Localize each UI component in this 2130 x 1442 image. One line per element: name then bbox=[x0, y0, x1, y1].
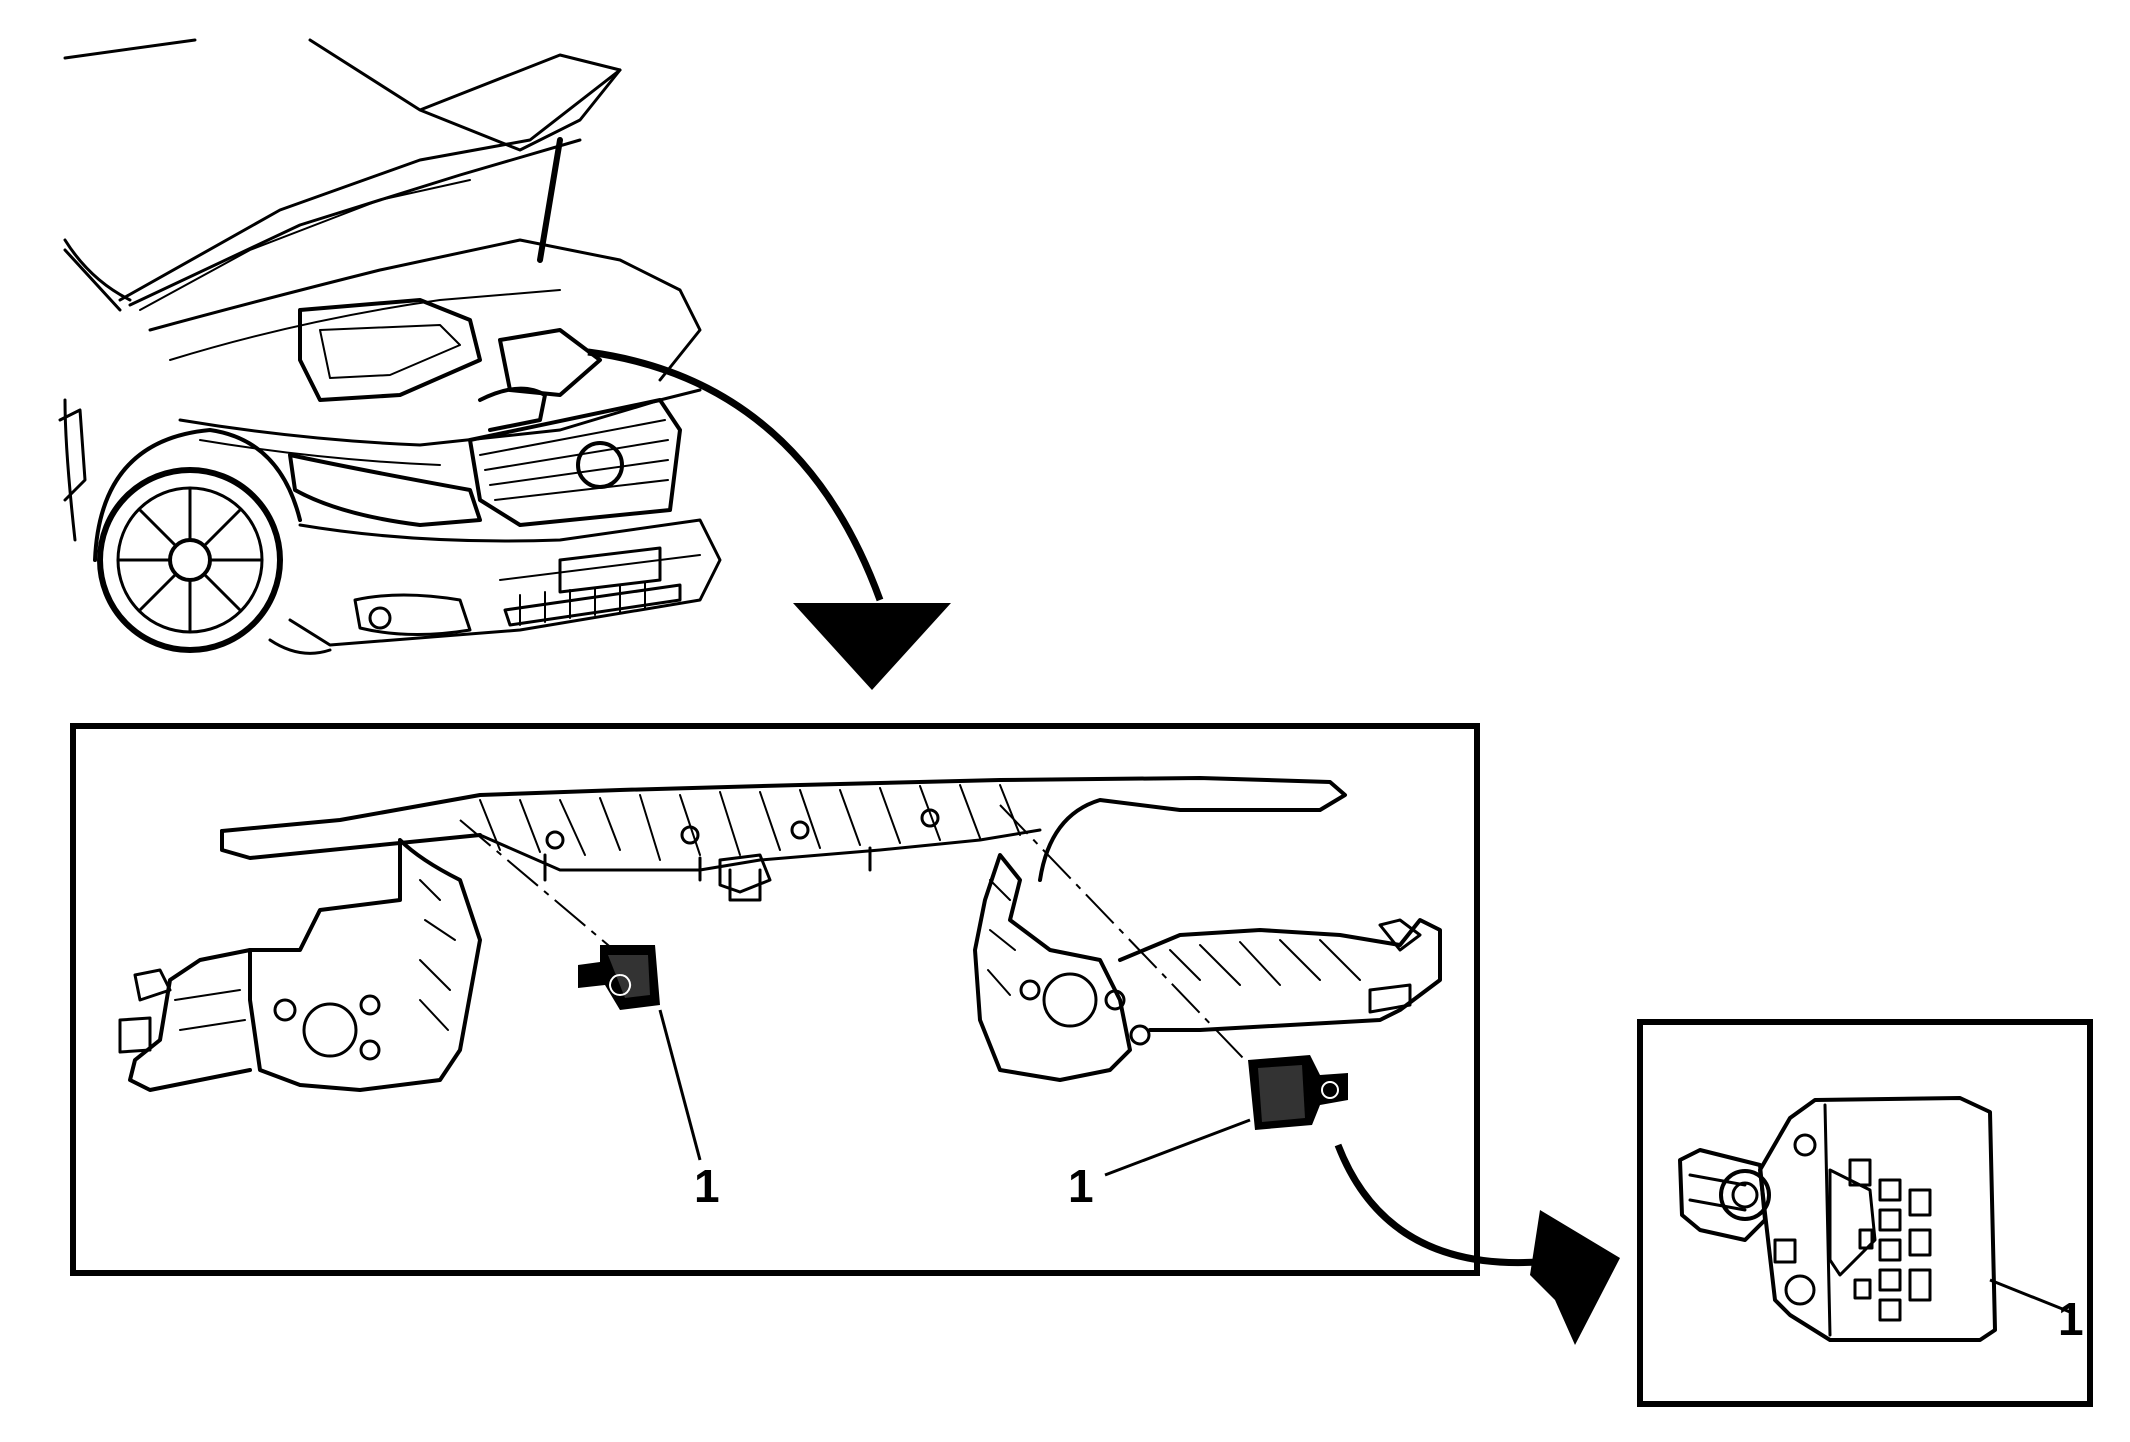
detail-callout-leader bbox=[1989, 1278, 2071, 1314]
radiator-support-illustration bbox=[118, 776, 1442, 1092]
locator-lines bbox=[459, 804, 1246, 1061]
left-sensor-callout-label: 1 bbox=[694, 1160, 720, 1212]
callout-leaders-main bbox=[658, 1009, 1251, 1177]
car-front-illustration bbox=[58, 38, 722, 655]
detail-frame-sensor bbox=[1637, 1019, 2093, 1407]
right-sensor-callout-label: 1 bbox=[1068, 1160, 1094, 1212]
right-impact-sensor bbox=[1248, 1055, 1348, 1130]
curved-arrow-right bbox=[1334, 1143, 1620, 1345]
curved-arrow-down bbox=[587, 348, 951, 690]
detail-frame-main bbox=[70, 723, 1480, 1276]
sensor-detail-illustration bbox=[1678, 1096, 1997, 1342]
left-impact-sensor bbox=[578, 945, 660, 1010]
detail-sensor-callout-label: 1 bbox=[2058, 1293, 2084, 1345]
